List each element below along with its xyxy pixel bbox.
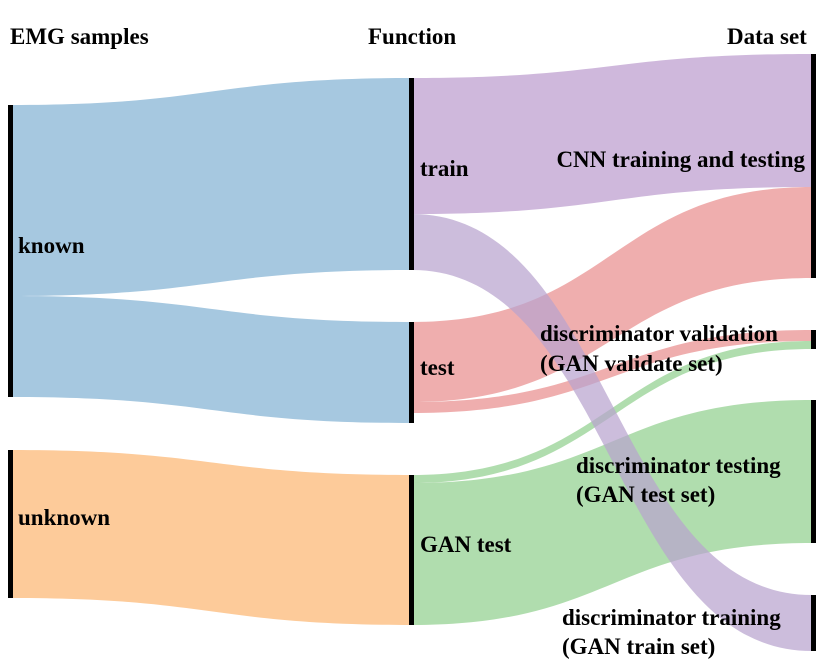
link-train-cnn [412,54,812,214]
node-label-disc-validation-line1: discriminator validation [540,321,778,346]
header-function: Function [368,24,456,49]
link-known-test [12,296,412,423]
node-label-disc-testing-line2: (GAN test set) [576,482,715,507]
node-label-disc-training-line1: discriminator training [562,605,781,630]
link-unknown-gan-test [12,450,412,625]
node-label-gan-test: GAN test [420,532,512,557]
link-gan-test-disc-testing [412,400,812,625]
node-bar-cnn [811,54,816,278]
node-bar-unknown [8,450,13,598]
node-label-train: train [420,156,469,181]
link-train-disc-training [412,214,812,651]
node-label-unknown: unknown [18,505,110,530]
header-data-set: Data set [727,24,807,49]
node-bar-disc-training [811,595,816,651]
node-label-disc-validation-line2: (GAN validate set) [540,351,723,376]
node-label-disc-training-line2: (GAN train set) [562,634,715,659]
link-test-disc-validation [412,330,812,413]
node-bar-test [409,322,414,423]
node-bar-disc-validation [811,330,816,349]
node-label-cnn: CNN training and testing [556,147,805,172]
node-label-known: known [18,233,85,258]
node-bar-disc-testing [811,400,816,543]
node-label-test: test [420,355,455,380]
node-bar-gan-test [409,475,414,625]
node-bar-known [8,105,13,397]
node-label-disc-testing-line1: discriminator testing [576,453,781,478]
link-known-train [12,78,412,296]
header-emg-samples: EMG samples [10,24,149,49]
node-bar-train [409,78,414,270]
link-test-cnn [412,187,812,402]
